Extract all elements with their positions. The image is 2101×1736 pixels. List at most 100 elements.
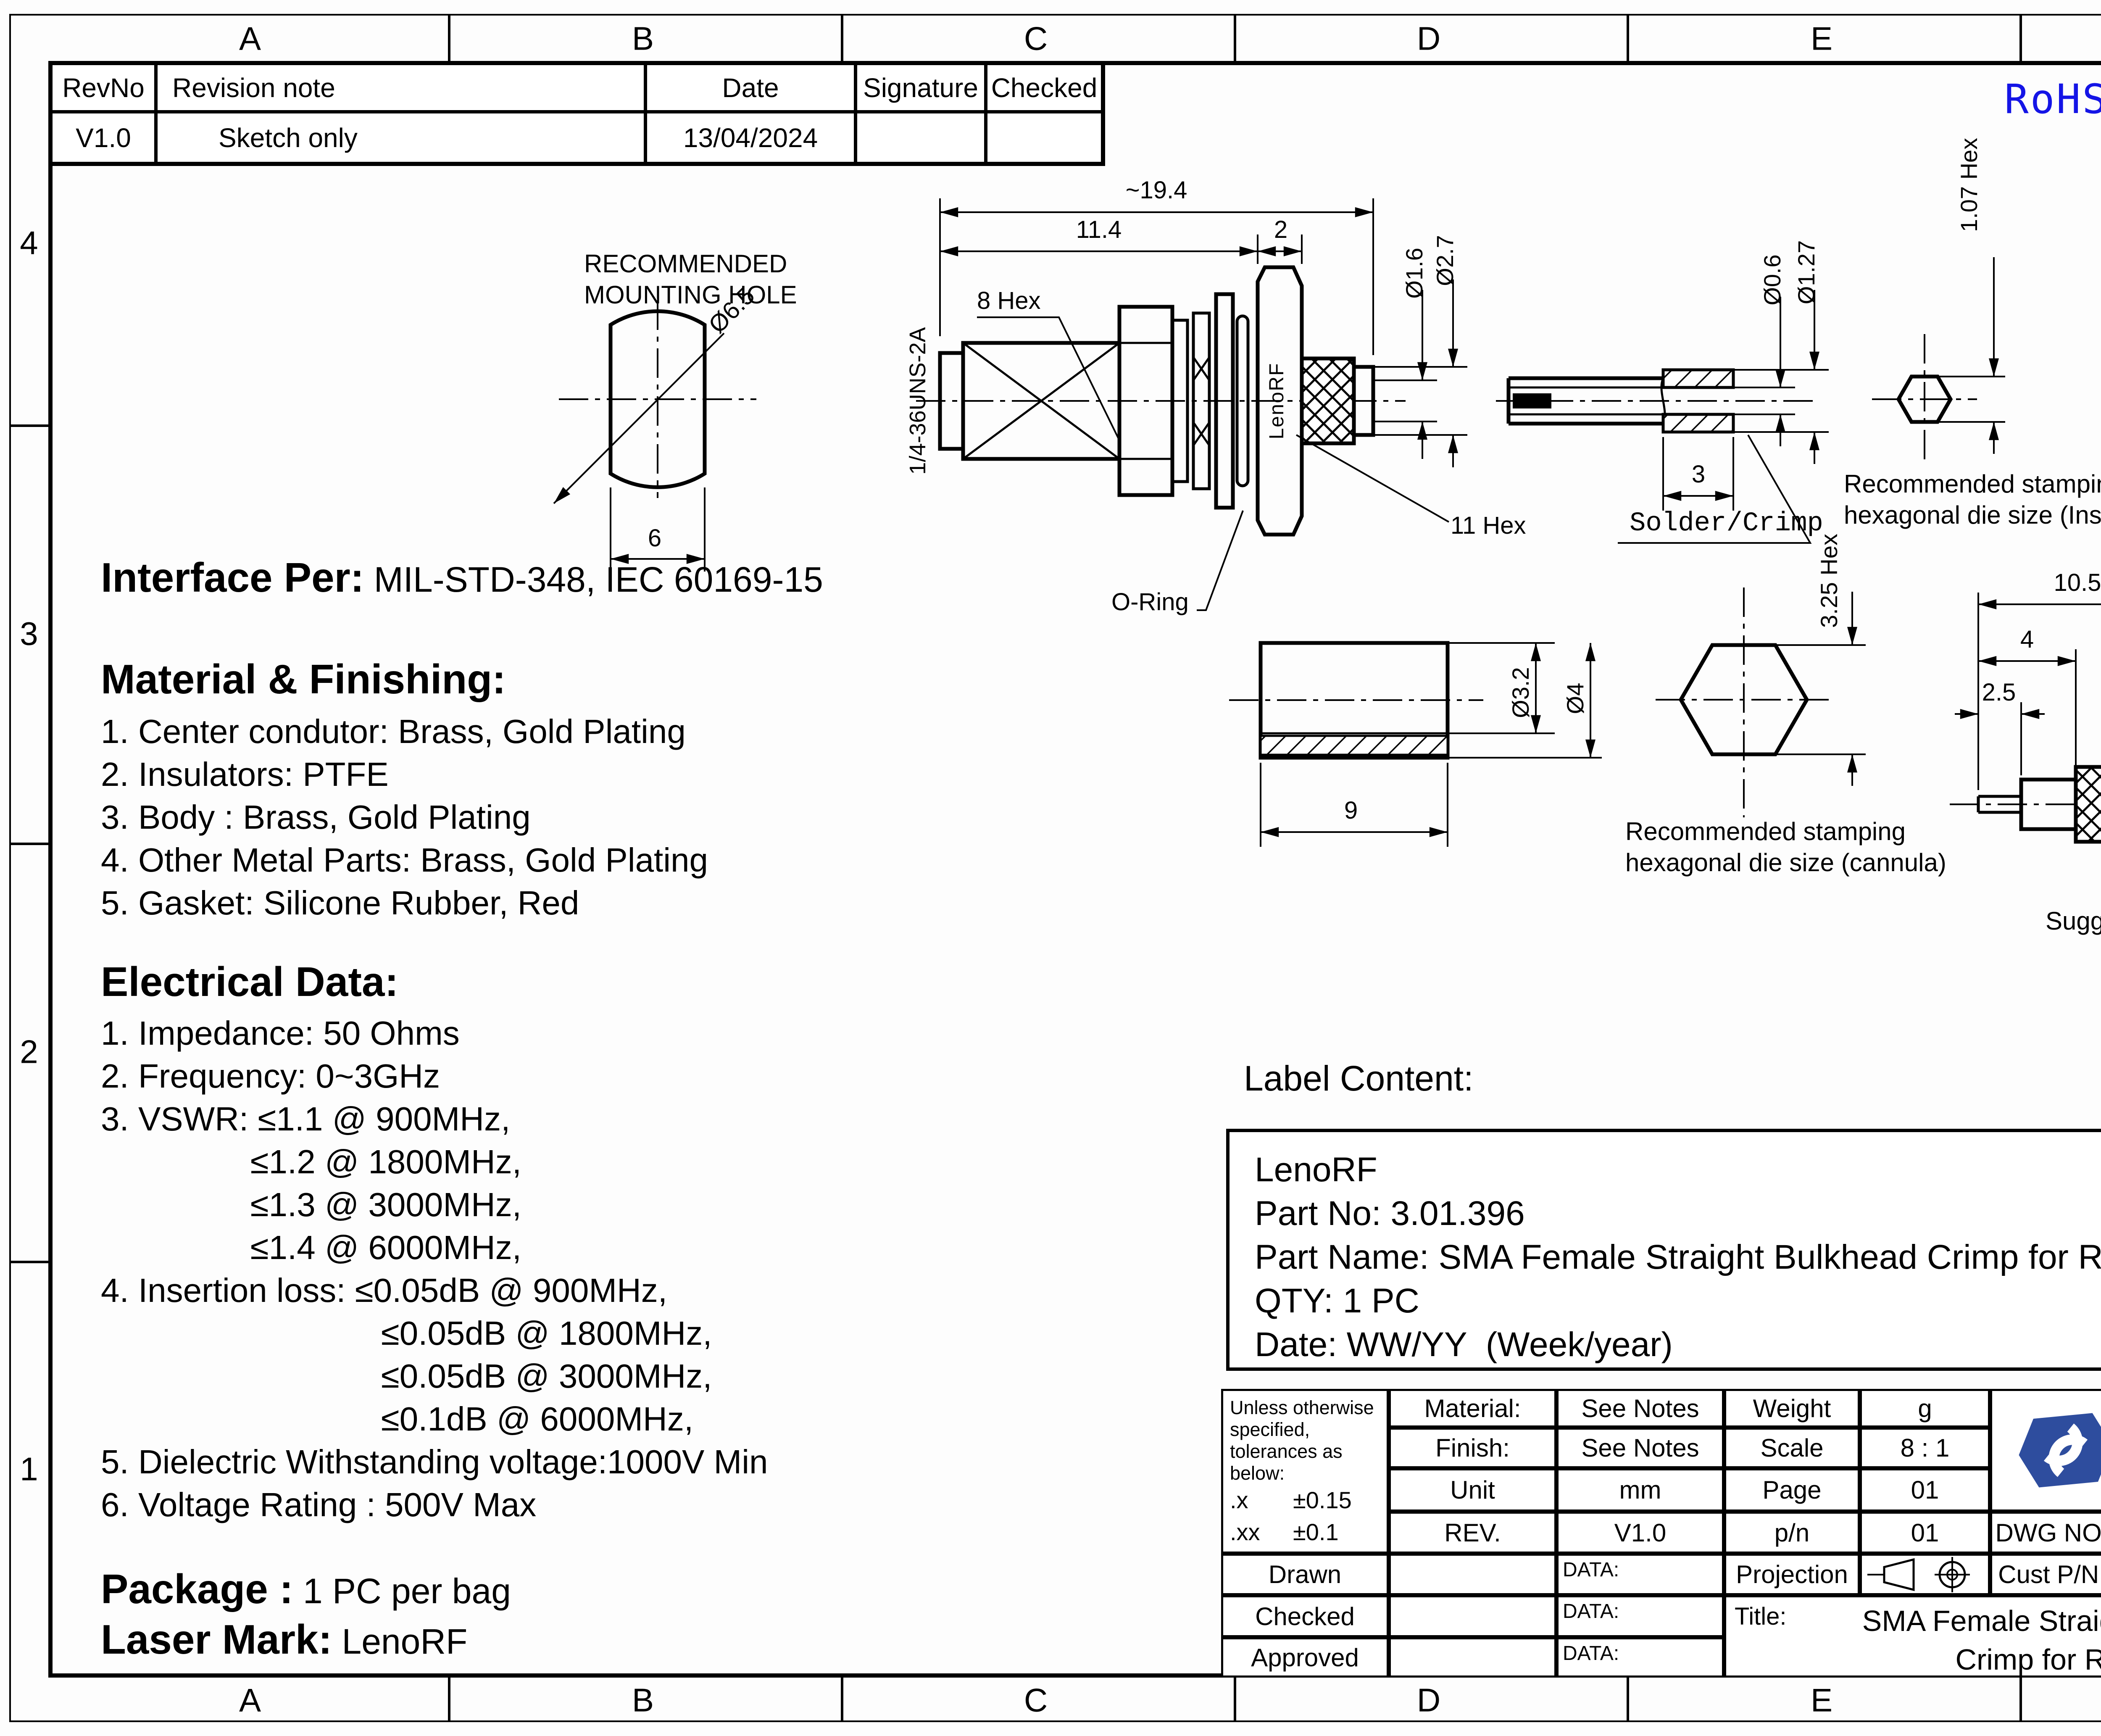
zone-tick [448, 14, 450, 61]
dim-pin-dia-inner: Ø0.6 [1759, 254, 1785, 305]
drawn-date-cell: DATA: [1556, 1554, 1724, 1595]
label-hex-flange: 11 Hex [1451, 512, 1526, 539]
tolerance-head-2: tolerances as below: [1230, 1441, 1343, 1484]
zone-letter-top: A [239, 20, 261, 57]
drawn-signature-cell [1389, 1554, 1556, 1595]
dim-cannula-dia-outer: Ø4 [1562, 683, 1588, 714]
tolerance-box: Unless otherwise specified, tolerances a… [1221, 1389, 1389, 1609]
flange-brand-text: LenoRF [1266, 363, 1288, 440]
pn-label-cell: p/n [1724, 1512, 1860, 1554]
zone-number-left: 1 [20, 1450, 38, 1488]
rohs-compliant-text: RoHS Compliant. [2004, 76, 2101, 123]
pin-die-caption-1: Recommended stamping [1844, 470, 2101, 498]
dim-flange-thickness: 2 [1274, 216, 1287, 243]
label-thread: 1/4-36UNS-2A [905, 327, 930, 474]
title-line-2: Crimp for RG316 [1955, 1643, 2101, 1676]
electrical-item: ≤1.2 @ 1800MHz, [101, 1143, 522, 1180]
label-line: Date: WW/YY (Week/year) [1255, 1325, 1673, 1364]
electrical-item: 1. Impedance: 50 Ohms [101, 1014, 460, 1052]
dim-pin-dia-outer: Ø1.27 [1793, 240, 1819, 305]
view-cannula: Ø3.2 Ø4 9 [1229, 641, 1602, 847]
laser-label: Laser Mark: [101, 1616, 332, 1662]
zone-tick [2019, 14, 2022, 61]
checked-signature-cell [1389, 1595, 1556, 1637]
material-item: 1. Center condutor: Brass, Gold Plating [101, 713, 686, 750]
rev-cell-note: Sketch only [158, 113, 647, 162]
material-item: 2. Insulators: PTFE [101, 756, 389, 793]
dim-body-length: 11.4 [1076, 216, 1122, 243]
electrical-item: 6. Voltage Rating : 500V Max [101, 1486, 537, 1523]
zone-tick [1234, 14, 1236, 61]
interface-value: MIL-STD-348, IEC 60169-15 [364, 560, 823, 599]
mounting-hole-caption-2: MOUNTING HOLE [584, 281, 797, 309]
interface-label: Interface Per: [101, 554, 364, 601]
label-line: Part No: 3.01.396 [1255, 1194, 1525, 1233]
tolerance-row: .x±0.15 [1230, 1484, 1352, 1516]
dim-cannula-die-hex: 3.25 Hex [1816, 534, 1842, 628]
rev-header-revno: RevNo [53, 65, 158, 113]
view-pin-die: 1.07 Hex Recommended stamping hexagonal … [1844, 138, 2101, 529]
zone-tick [1627, 1678, 1629, 1722]
approved-signature-cell [1389, 1637, 1556, 1678]
page-label-cell: Page [1724, 1468, 1860, 1512]
revision-table: RevNo Revision note Date Signature Check… [48, 61, 1105, 166]
scale-label-cell: Scale [1724, 1428, 1860, 1468]
label-line: Part Name: SMA Female Straight Bulkhead … [1255, 1238, 2101, 1276]
mounting-hole-caption-1: RECOMMENDED [584, 250, 787, 278]
view-stripping: 10.5 4 2.5 Suggested stripping [1950, 569, 2101, 935]
laser-mark-line: Laser Mark: LenoRF [101, 1616, 467, 1663]
view-center-pin: 3 Ø0.6 Ø1.27 Solder/Crimp [1496, 240, 1829, 544]
zone-letter-top: D [1416, 20, 1441, 57]
package-label: Package : [101, 1566, 293, 1612]
label-solder-crimp: Solder/Crimp [1630, 508, 1823, 539]
electrical-heading: Electrical Data: [101, 959, 399, 1005]
tol-val: ±0.1 [1293, 1519, 1339, 1545]
mounting-hole-width-label: 6 [648, 524, 661, 552]
package-line: Package : 1 PC per bag [101, 1565, 511, 1613]
checked-label-cell: Checked [1221, 1595, 1389, 1637]
electrical-item: ≤0.05dB @ 3000MHz, [101, 1357, 712, 1395]
tol-key: .x [1230, 1487, 1248, 1513]
zone-letter-bottom: A [239, 1681, 261, 1719]
dim-pin-length: 3 [1692, 461, 1705, 488]
pin-die-caption-2: hexagonal die size (Inserting pin) [1844, 501, 2101, 529]
rev-cell-revno: V1.0 [53, 113, 158, 162]
title-cell: Title: SMA Female Straight Bulkhead Crim… [1724, 1595, 2101, 1678]
laser-value: LenoRF [332, 1622, 468, 1661]
view-cannula-die: 3.25 Hex Recommended stamping hexagonal … [1625, 534, 1946, 877]
zone-tick [841, 14, 843, 61]
zone-tick [1627, 14, 1629, 61]
zone-letter-bottom: E [1810, 1681, 1833, 1719]
material-item: 4. Other Metal Parts: Brass, Gold Platin… [101, 841, 708, 879]
label-oring: O-Ring [1111, 588, 1189, 616]
dim-pin-die-hex: 1.07 Hex [1956, 138, 1982, 232]
dim-strip-1: 10.5 [2054, 569, 2101, 596]
title-label: Title: [1735, 1603, 1787, 1630]
weight-value-cell: g [1860, 1389, 1990, 1428]
zone-letter-top: E [1810, 20, 1833, 57]
rev-value-cell: V1.0 [1556, 1512, 1724, 1554]
tol-key: .xx [1230, 1519, 1260, 1545]
zone-number-left: 3 [20, 615, 38, 652]
material-item: 5. Gasket: Silicone Rubber, Red [101, 884, 579, 922]
approved-date-cell: DATA: [1556, 1637, 1724, 1678]
third-angle-projection-icon [1867, 1557, 1970, 1592]
zone-letter-bottom: C [1024, 1681, 1048, 1719]
dim-strip-2: 4 [2020, 626, 2034, 653]
outer-border [9, 14, 2101, 1722]
cust-pn-label-cell: Cust P/N. [1990, 1554, 2101, 1595]
material-heading: Material & Finishing: [101, 656, 506, 702]
zone-number-left: 2 [20, 1033, 38, 1070]
zone-tick [841, 1678, 843, 1722]
dwg-no-label-cell: DWG NO. [1990, 1512, 2101, 1554]
zone-tick [9, 843, 48, 845]
zone-letter-bottom: B [632, 1681, 654, 1719]
rev-cell-signature [857, 113, 987, 162]
dim-cannula-length: 9 [1344, 797, 1358, 824]
rev-header-date: Date [647, 65, 857, 113]
weight-label-cell: Weight [1724, 1389, 1860, 1428]
zone-number-left: 4 [20, 224, 38, 261]
rev-cell-date: 13/04/2024 [647, 113, 857, 162]
electrical-item: 5. Dielectric Withstanding voltage:1000V… [101, 1443, 768, 1480]
